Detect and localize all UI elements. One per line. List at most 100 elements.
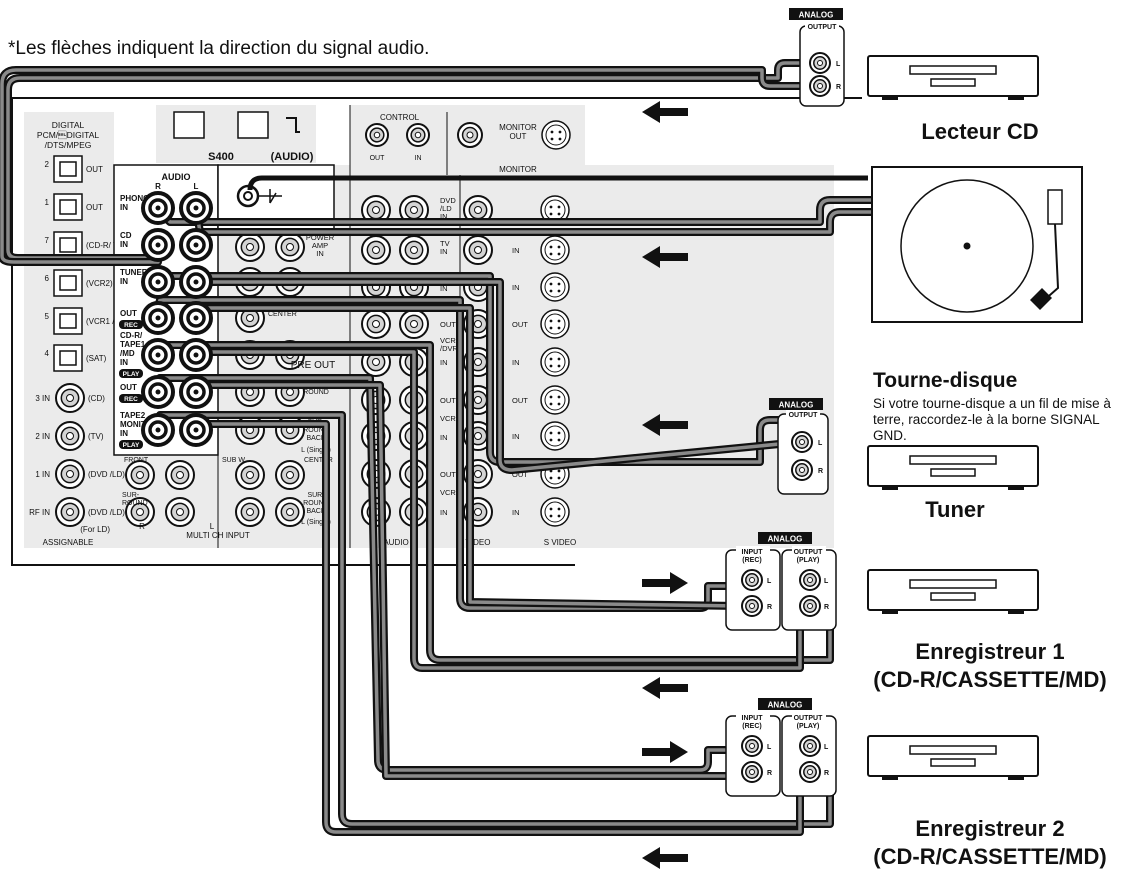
control-jack-out-pin xyxy=(373,131,381,139)
video-source-label: /DVR xyxy=(440,344,459,353)
cable-rec2-play-2-core xyxy=(194,422,812,834)
s-video-jack-pin xyxy=(549,289,553,293)
audio-row-label: OUT xyxy=(120,383,137,392)
optical-jack-port xyxy=(59,237,77,253)
optical-jack-label: (VCR1 /DVR) xyxy=(86,317,134,326)
video-out-label: OUT xyxy=(440,396,456,405)
coax-jack-pin xyxy=(66,394,74,402)
power-amp-in-label: IN xyxy=(316,249,324,258)
video-source-label: TV xyxy=(440,239,450,248)
video-out-label: OUT xyxy=(512,470,528,479)
multi-l-label: L xyxy=(210,522,215,531)
recorder1-input-jack-r-pin xyxy=(749,603,755,609)
video-audio-jack-pin xyxy=(372,320,380,328)
s-video-jack-pin xyxy=(557,395,561,399)
video-jack-pin xyxy=(474,470,482,478)
s-video-jack-pin xyxy=(557,364,561,368)
cable-tuner-2-core xyxy=(194,280,802,472)
video-jack-pin xyxy=(474,508,482,516)
signal-arrow-phono xyxy=(642,246,688,268)
recorder2-illustration-slot xyxy=(909,745,997,755)
optical-jack-port xyxy=(59,313,77,329)
recorder2-input-panel-gap xyxy=(736,712,770,720)
video-jack-pin xyxy=(474,246,482,254)
audio-footer-label: AUDIO xyxy=(383,538,408,547)
video-audio-jack-pin xyxy=(372,246,380,254)
video-in-label: IN xyxy=(512,283,520,292)
recorder1-output-panel-gap xyxy=(792,546,826,554)
s-video-jack-pin xyxy=(549,395,553,399)
tuner-output-panel-gap xyxy=(786,410,820,418)
recorder1-input-panel-gap xyxy=(736,546,770,554)
recorder2-name: Enregistreur 2 xyxy=(915,816,1065,841)
video-jack-pin xyxy=(474,396,482,404)
recorder2-input-jack-r-pin xyxy=(749,769,755,775)
monitor-out-s-video-inner xyxy=(545,124,567,146)
s-video-jack-pin xyxy=(549,212,553,216)
s-video-jack-pin xyxy=(557,245,561,249)
audio-input-jack-l-pin xyxy=(193,205,199,211)
recorder1-analog-badge xyxy=(758,532,812,544)
cd-output-panel-header: OUTPUT xyxy=(808,24,838,31)
cd-player-illustration-display xyxy=(930,78,976,87)
s-video-jack-pin xyxy=(549,364,553,368)
optical-jack-number: 1 xyxy=(45,198,50,207)
audio-row-label: TAPE1 xyxy=(120,340,146,349)
audio-row-label: TUNER xyxy=(120,268,148,277)
surround-label-2: SUR- xyxy=(122,492,140,499)
audio-row-label: CD-R/ xyxy=(120,331,143,340)
surround-back-label: BACK xyxy=(306,435,325,442)
tuner-illustration-foot xyxy=(1008,486,1024,490)
l-single-label: L (Single) xyxy=(301,447,331,454)
s-video-jack-pin xyxy=(549,507,553,511)
optical-jack-port xyxy=(59,199,77,215)
recorder1-illustration-body xyxy=(867,569,1039,611)
recorder1-output-header: (PLAY) xyxy=(797,557,820,564)
ground-symbol-icon xyxy=(258,189,282,204)
coax-jack-number: 1 IN xyxy=(35,470,50,479)
video-in-label: IN xyxy=(440,433,448,442)
video-in-label: IN xyxy=(512,246,520,255)
signal-arrow-tuner xyxy=(642,414,688,436)
recorder2-illustration-display xyxy=(930,758,976,767)
recorder1-l-label: L xyxy=(767,578,772,585)
video-jack-pin xyxy=(474,358,482,366)
video-source-label: IN xyxy=(440,284,448,293)
ground-wire xyxy=(247,175,868,191)
optical-jack-label: (SAT) xyxy=(86,354,107,363)
surround-back-label-2: SUR- xyxy=(307,492,325,499)
audio-jack-pin xyxy=(136,471,144,479)
audio-input-jack-r-pin xyxy=(155,389,161,395)
s-video-jack-pin xyxy=(549,252,553,256)
tuner-analog-badge xyxy=(769,398,823,410)
audio-input-jack-r-pin xyxy=(155,352,161,358)
audio-row-badge-text: REC xyxy=(124,396,138,403)
audio-jack-pin xyxy=(136,508,144,516)
tuner-illustration-foot xyxy=(882,486,898,490)
audio-input-jack-l-pin xyxy=(193,427,199,433)
surround-back-label-2: BACK xyxy=(306,508,325,515)
recorder1-illustration-foot xyxy=(882,610,898,614)
recorder2-l-label-2: L xyxy=(824,744,829,751)
monitor-out-s-video-pin xyxy=(558,137,562,141)
turntable-spindle xyxy=(963,242,971,250)
turntable-ground-note: Si votre tourne-disque a un fil de mise … xyxy=(873,396,1111,443)
s-video-jack-pin xyxy=(557,252,561,256)
recorder2-analog-badge xyxy=(758,698,812,710)
recorder2-input-header: (REC) xyxy=(742,723,761,730)
recorder2-illustration-foot xyxy=(1008,776,1024,780)
recorder1-analog-badge-text: ANALOG xyxy=(768,535,803,544)
cd-output-jack-l-pin xyxy=(817,60,823,66)
audio-row-badge xyxy=(119,369,143,378)
audio-input-jack-r-pin xyxy=(155,279,161,285)
video-audio-jack-pin xyxy=(410,320,418,328)
video-source-label: VCR3 xyxy=(440,488,460,497)
cd-output-jack-r-pin xyxy=(817,83,823,89)
audio-row-label: /MD xyxy=(120,349,135,358)
control-jack-in-pin xyxy=(414,131,422,139)
s-video-jack-pin xyxy=(549,245,553,249)
recorder2-input-jack-l-pin xyxy=(749,743,755,749)
video-audio-jack-pin xyxy=(372,206,380,214)
video-source-label: /LD xyxy=(440,204,452,213)
